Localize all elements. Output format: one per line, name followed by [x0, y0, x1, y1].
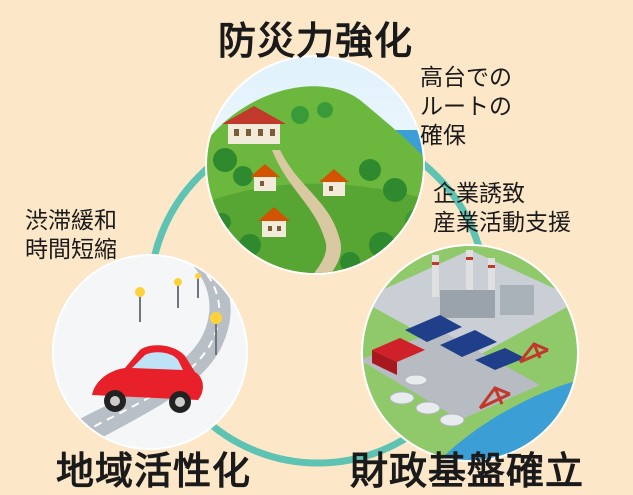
title-disaster-prevention: 防災力強化	[218, 19, 414, 63]
title-regional-revitalization: 地域活性化	[56, 449, 252, 493]
road-with-car-illustration	[52, 254, 248, 450]
note-business-attraction: 企業誘致 産業活動支援	[433, 181, 571, 236]
hilltop-houses-illustration	[205, 55, 425, 275]
title-fiscal-foundation: 財政基盤確立	[350, 449, 585, 493]
note-congestion-relief: 渋滞緩和 時間短縮	[25, 208, 117, 263]
industrial-area-illustration	[361, 244, 579, 462]
note-highland-route: 高台での ルートの 確保	[420, 65, 512, 149]
